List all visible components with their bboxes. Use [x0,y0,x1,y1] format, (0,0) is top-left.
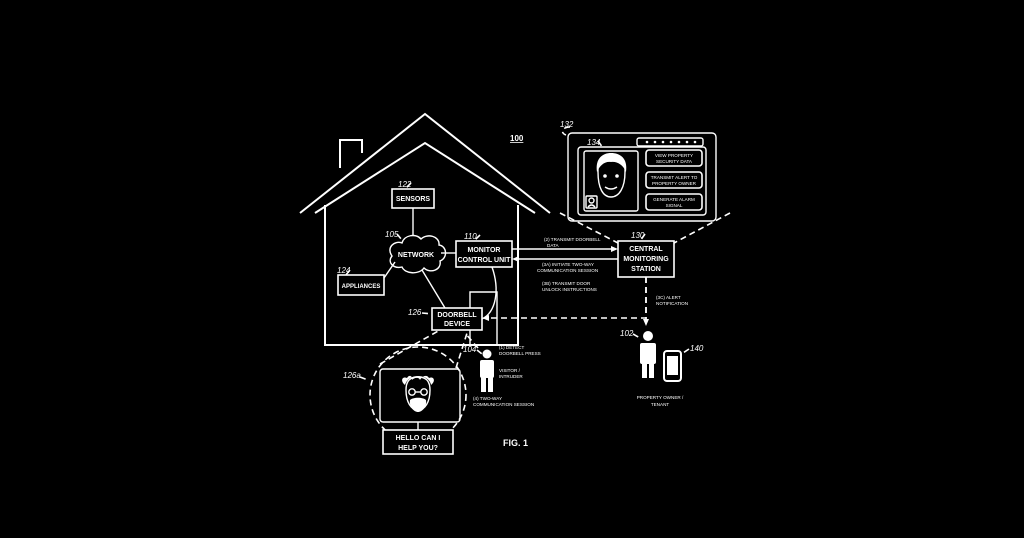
face-ref: 134 [587,138,601,147]
step-3a-line2: COMMUNICATION SESSION [537,268,598,273]
central-monitoring-station: 130 CENTRAL MONITORING STATION [617,231,675,278]
step-3b-line2: UNLOCK INSTRUCTIONS [542,287,597,292]
step-3a-line1: (3A) INITIATE TWO-WAY [542,262,594,267]
station-label-3: STATION [631,266,661,273]
step-1-line1: (1) DETECT [499,345,524,350]
visitor-ref: 104 [463,345,477,354]
alert-path: (3C) ALERT NOTIFICATION [643,277,688,326]
bubble-line2: HELP YOU? [398,445,438,452]
monitor-label-2: CONTROL UNIT [458,257,511,264]
sensors-ref: 122 [398,180,412,189]
visitor-person-icon [480,349,494,392]
visitor-label-1: VISITOR / [499,368,521,373]
view-security-data-button[interactable]: VIEW PROPERTY SECURITY DATA [645,149,703,167]
appliances-label: APPLIANCES [342,284,381,290]
sensors-label: SENSORS [396,196,431,203]
panel-ref: 132 [560,120,574,129]
step-2-line1: (2) TRANSMIT DOORBELL [544,237,601,242]
small-avatar-icon [587,197,596,208]
appliances-ref: 124 [337,266,351,275]
step-4-line2: COMMUNICATION SESSION [473,402,534,407]
generate-alarm-button[interactable]: GENERATE ALARM SIGNAL [645,193,703,211]
figure-label: FIG. 1 [503,438,528,448]
svg-text:SIGNAL: SIGNAL [666,203,683,208]
svg-text:GENERATE ALARM: GENERATE ALARM [653,197,695,202]
property-owner: 102 140 PROPERTY OWNER / TENANT [620,329,704,407]
callout-ref: 126a [343,371,361,380]
bubble-line1: HELLO CAN I [396,435,441,442]
visitor-face-icon [402,375,434,412]
sensors-node: 122 SENSORS [391,180,435,209]
step-3c-line2: NOTIFICATION [656,301,688,306]
svg-text:TRANSMIT ALERT TO: TRANSMIT ALERT TO [651,175,698,180]
monitor-label-1: MONITOR [468,247,501,254]
doorbell-view-callout: 126a (4) TWO-WAY COMMUNICATION SESSION H… [343,329,534,455]
ref-leaders [344,140,646,315]
step-3b-line1: (3B) TRANSMIT DOOR [542,281,591,286]
network-label: NETWORK [398,252,434,259]
monitor-control-unit: 110 MONITOR CONTROL UNIT [455,232,513,268]
doorbell-ref: 126 [408,308,422,317]
owner-ref: 102 [620,329,634,338]
owner-person-icon [640,331,656,378]
network-ref: 105 [385,230,399,239]
system-ref-100: 100 [510,134,524,143]
owner-label-2: TENANT [651,402,670,407]
phone-ref: 140 [690,344,704,353]
station-label-1: CENTRAL [629,246,663,253]
svg-text:VIEW PROPERTY: VIEW PROPERTY [655,153,693,158]
monitored-face-icon [596,153,627,198]
monitor-ref: 110 [464,232,477,241]
house [299,112,551,346]
visitor: 104 VISITOR / INTRUDER (1) DETECT DOORBE… [463,332,541,392]
owner-label-1: PROPERTY OWNER / [637,395,684,400]
station-ref: 130 [631,231,645,240]
doorbell-device: 126 DOORBELL DEVICE [408,307,483,331]
station-label-2: MONITORING [623,256,669,263]
appliances-node: 124 APPLIANCES [337,266,385,296]
network-node: 105 NETWORK [385,230,447,274]
house-links [383,208,497,320]
svg-text:SECURITY DATA: SECURITY DATA [656,159,693,164]
transmit-alert-button[interactable]: TRANSMIT ALERT TO PROPERTY OWNER [645,171,703,189]
station-screen-panel: 132 134 VIEW PROPERTY [559,120,731,244]
step-3c-line1: (3C) ALERT [656,295,681,300]
step-1-line2: DOORBELL PRESS [499,351,541,356]
step-2-line2: DATA [547,243,560,248]
doorbell-label-1: DOORBELL [437,312,477,319]
doorbell-label-2: DEVICE [444,321,470,328]
visitor-label-2: INTRUDER [499,374,523,379]
smartphone-icon [663,350,682,382]
svg-text:PROPERTY OWNER: PROPERTY OWNER [652,181,697,186]
step-4-line1: (4) TWO-WAY [473,396,502,401]
